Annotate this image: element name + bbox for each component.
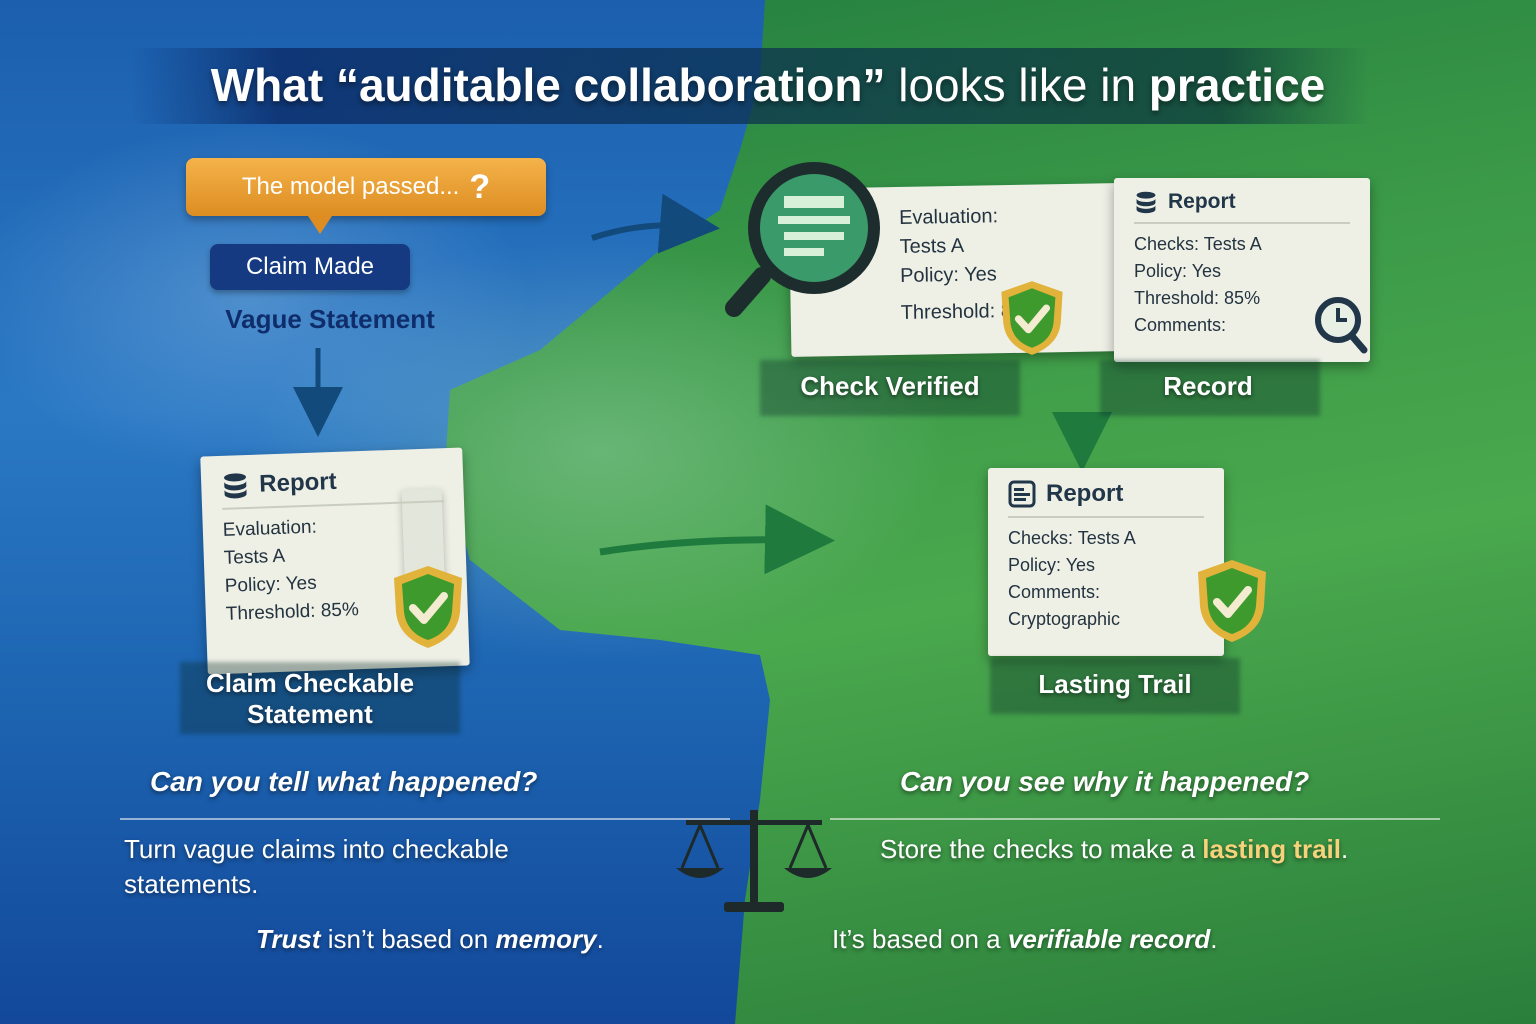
verify-line: Evaluation: [898,205,999,229]
trail-line: Cryptographic [1008,609,1121,629]
trail-line: Policy: Yes [1008,555,1096,575]
left-divider [120,818,730,820]
right-body-text: Store the checks to make a lasting trail… [880,832,1440,867]
clock-search-icon [1315,297,1368,354]
trust-period: . [596,924,604,954]
right-question: Can you see why it happened? [900,766,1310,797]
body-end: . [1340,834,1349,864]
right-record-text: It’s based on a verifiable record. [832,922,1352,957]
body-highlight: lasting trail [1202,834,1341,864]
trust-end: memory [495,924,597,954]
question-mark: ? [469,167,491,206]
magnifier-icon [725,162,880,317]
arrow-icon [591,193,720,254]
title-band [130,48,1370,124]
trail-line: Comments: [1008,582,1101,602]
shield-check-icon [1198,560,1266,642]
record-line: Threshold: 85% [1134,288,1261,308]
trust-mid: isn’t based on [327,924,489,954]
claim-speech-bubble: The model passed... ? [186,158,546,234]
left-body-text: Turn vague claims into checkable stateme… [124,834,509,900]
record-line: Comments: [1134,315,1227,335]
trail-line: Checks: Tests A [1008,528,1136,548]
trail-title: Report [1046,480,1124,507]
database-icon [224,473,247,499]
lasting-trail-card: Report Checks: Tests A Policy: Yes Comme… [964,468,1224,656]
bubble-text: The model passed... [241,173,460,200]
record-start: It’s based on a [832,924,1001,954]
title-part-2: looks like in [898,59,1137,111]
check-verified-caption: Check Verified [800,371,980,401]
trust-word: Trust [256,924,321,954]
record-end: . [1210,924,1218,954]
left-question: Can you tell what happened? [150,766,538,797]
record-line: Policy: Yes [1134,261,1222,281]
scale-icon [676,810,832,912]
title-part-3: practice [1148,59,1326,111]
title-part-1: What “auditable collaboration” [210,59,886,111]
report-title: Report [258,467,338,498]
record-caption: Record [1163,371,1253,401]
caption-line: Claim Checkable [205,668,415,698]
arrow-icon [599,504,835,575]
vague-statement-label: Vague Statement [225,304,435,334]
document-icon [1008,480,1036,508]
record-em: verifiable record [1007,924,1211,954]
verify-line: Tests A [899,234,965,258]
shield-check-icon [394,566,462,648]
claim-checkable-caption: Claim Checkable Statement [170,668,450,730]
page-title: What “auditable collaboration” looks lik… [0,58,1536,112]
left-trust-text: Trust isn’t based on memory. [256,922,696,957]
claim-made-pill: Claim Made [210,244,410,290]
body-start: Store the checks to make a [880,834,1196,864]
claim-report-card: Report Evaluation: Tests A Policy: Yes T… [200,447,470,675]
record-line: Checks: Tests A [1134,234,1262,254]
caption-line: Statement [247,699,373,730]
shield-check-icon [1001,281,1063,355]
right-divider [830,818,1440,820]
lasting-trail-caption: Lasting Trail [1038,669,1192,699]
record-title: Report [1168,190,1236,213]
database-icon [1136,191,1156,214]
